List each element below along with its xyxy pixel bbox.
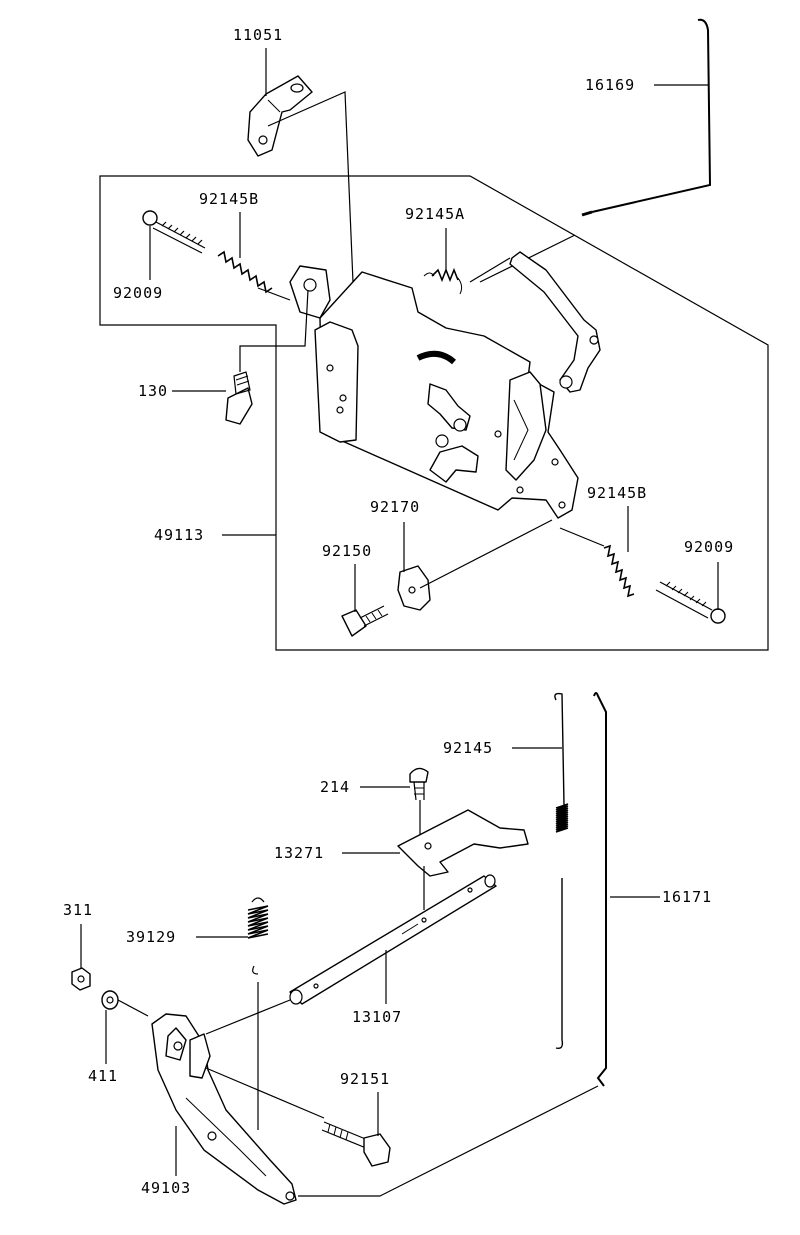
label-92150: 92150 [322,542,372,560]
leader-11051 [267,91,356,331]
part-13107-shaft [289,874,497,1005]
part-130-bolt [225,371,253,425]
label-92170: 92170 [370,498,420,516]
part-92150-bolt [341,605,389,637]
label-16169: 16169 [585,76,635,94]
part-16169-rod [591,18,712,213]
part-92009-screw-right [655,581,726,624]
label-92151: 92151 [340,1070,390,1088]
label-11051: 11051 [233,26,283,44]
leader-92151-link [205,1067,325,1119]
label-92145B-top: 92145B [199,190,259,208]
part-214-screw [409,767,429,801]
part-16171-rod [593,692,607,1087]
label-39129: 39129 [126,928,176,946]
leader-92145A-link [469,257,511,283]
leader-130-link [239,289,309,372]
label-311: 311 [63,901,93,919]
part-92145A-spring [423,267,463,295]
leader-shaft-lever-dash [205,999,291,1035]
part-92145-long-spring [554,692,569,1050]
part-411-washer [101,990,119,1010]
part-92145B-spring-right [603,544,635,598]
label-130: 130 [138,382,168,400]
label-13271: 13271 [274,844,324,862]
label-92145A: 92145A [405,205,465,223]
leader-411-link [117,999,149,1017]
label-49113: 49113 [154,526,204,544]
label-92145B-right: 92145B [587,484,647,502]
label-92009-left: 92009 [113,284,163,302]
label-411: 411 [88,1067,118,1085]
part-lever-arm [509,251,601,393]
leader-16171-link [298,1085,599,1197]
assembly-outline-49113 [99,175,769,651]
part-49113-control-plate [289,265,579,519]
part-92151-bolt [321,1121,391,1167]
leader-92170-link [419,519,553,589]
label-16171: 16171 [662,888,712,906]
part-92170-clip [397,565,431,611]
label-49103: 49103 [141,1179,191,1197]
label-92145: 92145 [443,739,493,757]
part-13271-plate [397,809,529,877]
part-92009-screw-left [142,210,206,254]
label-214: 214 [320,778,350,796]
label-92009-right: 92009 [684,538,734,556]
part-11051-bracket [247,75,313,157]
label-13107: 13107 [352,1008,402,1026]
part-49103-lever [151,1013,297,1205]
part-311-nut [71,967,91,991]
leader-92145B-dash [257,287,291,301]
part-39129-spring [247,897,269,975]
leader-92145B-right-dash [559,527,605,547]
part-92145B-spring-top [217,250,273,294]
